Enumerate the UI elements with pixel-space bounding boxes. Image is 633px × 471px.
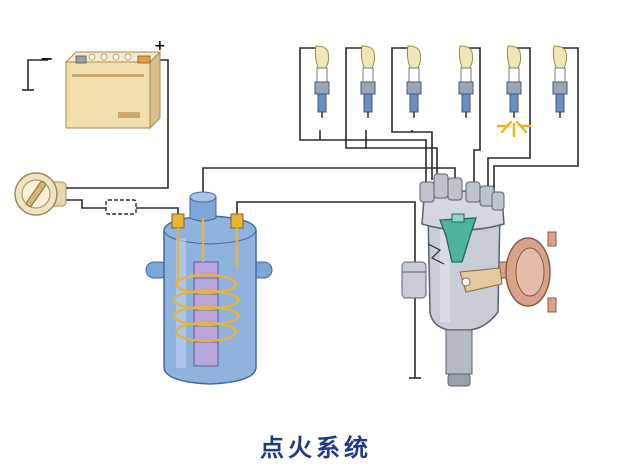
ignition-switch xyxy=(14,172,67,216)
spark-plug-2 xyxy=(360,45,376,118)
distributor-cap-towers xyxy=(419,173,505,211)
spark-plug-5 xyxy=(496,45,532,138)
battery-minus-label: − xyxy=(40,49,53,68)
spark-plugs xyxy=(314,45,568,138)
spark-plug-3 xyxy=(406,45,422,118)
spark-icon xyxy=(496,120,532,138)
coil-windings xyxy=(172,218,240,343)
spark-plug-4 xyxy=(458,45,474,118)
condenser xyxy=(401,261,427,299)
spark-plug-6 xyxy=(552,45,568,118)
battery-cell-caps xyxy=(88,53,132,61)
spark-plug-1 xyxy=(314,45,330,118)
battery-plus-label: + xyxy=(154,38,166,54)
ignition-coil xyxy=(145,191,273,385)
diagram-caption: 点火系统 xyxy=(260,434,372,462)
fuse-icon xyxy=(105,199,137,215)
contact-breaker xyxy=(427,243,503,293)
battery: − + xyxy=(40,38,166,130)
rotor xyxy=(439,213,477,263)
coil-core xyxy=(193,261,219,367)
distributor xyxy=(401,173,557,387)
